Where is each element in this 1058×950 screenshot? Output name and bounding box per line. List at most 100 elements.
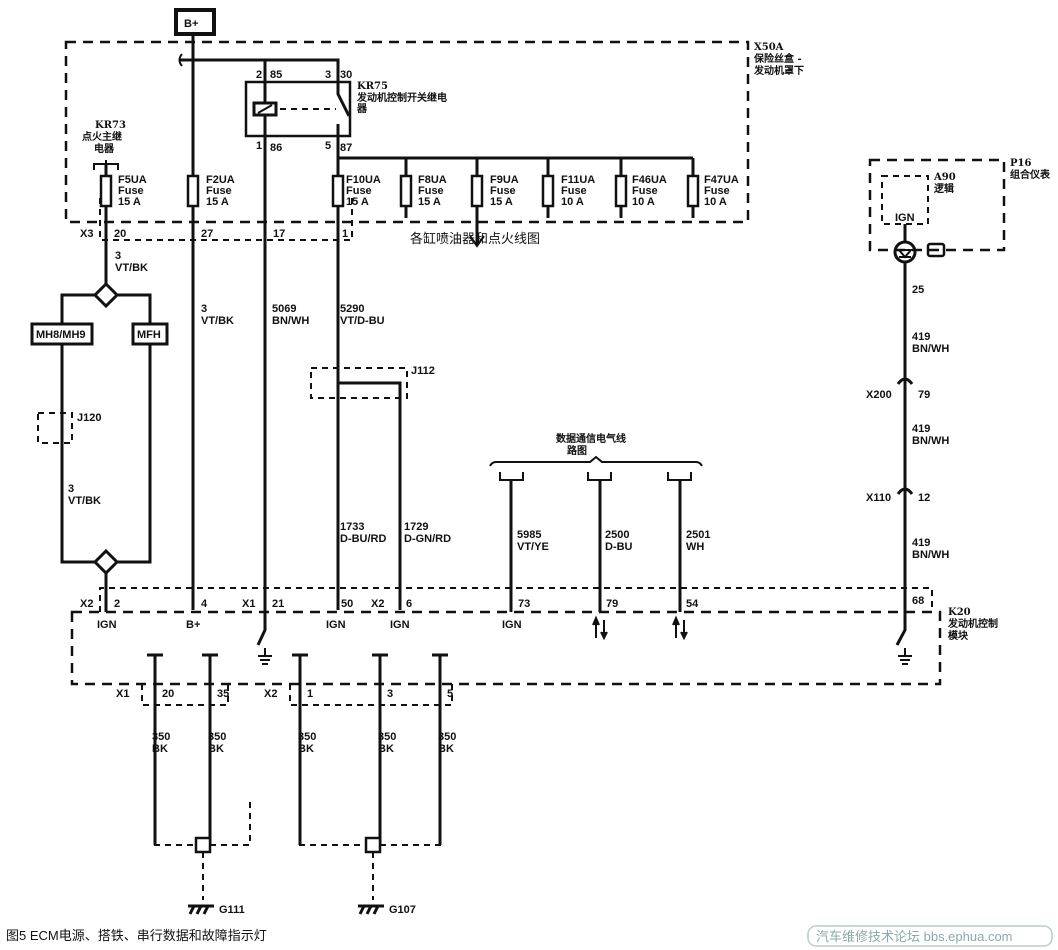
watermark-frame [807, 925, 1053, 947]
svg-text:73: 73 [518, 598, 530, 610]
svg-text:F5UA: F5UA [118, 174, 147, 186]
svg-text:IGN: IGN [326, 619, 346, 631]
svg-text:5: 5 [325, 140, 331, 152]
ground-g111: G111 [219, 904, 245, 916]
svg-text:35: 35 [217, 688, 229, 700]
svg-text:X1: X1 [242, 598, 255, 610]
svg-text:5985: 5985 [517, 529, 541, 541]
svg-text:20: 20 [114, 228, 126, 240]
svg-text:X2: X2 [264, 688, 277, 700]
svg-text:419: 419 [912, 331, 930, 343]
svg-text:D-BU: D-BU [605, 541, 633, 553]
svg-text:点火主继: 点火主继 [82, 130, 122, 143]
option-mfh [131, 322, 169, 346]
svg-text:IGN: IGN [390, 619, 410, 631]
bplus-bus [180, 34, 340, 610]
figure-caption: 图5 ECM电源、搭铁、串行数据和故障指示灯 [6, 928, 267, 943]
ground-splice-lines [154, 800, 441, 900]
logic-a90-outline [881, 175, 929, 225]
svg-text:BK: BK [298, 743, 314, 755]
svg-text:50: 50 [341, 598, 353, 610]
mil-lamp-icon [893, 240, 917, 264]
svg-text:VT/YE: VT/YE [517, 541, 549, 553]
svg-text:VT/D-BU: VT/D-BU [340, 315, 385, 327]
svg-text:模块: 模块 [948, 629, 969, 642]
svg-text:2: 2 [114, 598, 120, 610]
svg-text:68: 68 [912, 595, 924, 607]
svg-text:350: 350 [298, 731, 316, 743]
svg-text:5: 5 [447, 688, 453, 700]
splice-j120 [37, 412, 73, 444]
svg-text:数据通信电气线: 数据通信电气线 [556, 432, 626, 445]
svg-text:3: 3 [387, 688, 393, 700]
bidirectional-arrow-icons [592, 615, 688, 641]
svg-text:WH: WH [686, 541, 704, 553]
svg-text:1729: 1729 [404, 521, 428, 533]
svg-text:BN/WH: BN/WH [272, 315, 309, 327]
svg-text:54: 54 [686, 598, 699, 610]
svg-text:BK: BK [438, 743, 454, 755]
svg-text:Fuse: Fuse [118, 185, 144, 197]
svg-text:VT/BK: VT/BK [201, 315, 234, 327]
option-mh8-mh9 [30, 322, 94, 346]
svg-text:350: 350 [208, 731, 226, 743]
svg-text:2500: 2500 [605, 529, 629, 541]
svg-text:X200: X200 [866, 389, 892, 401]
svg-text:15 A: 15 A [490, 196, 513, 208]
svg-text:F9UA: F9UA [490, 174, 519, 186]
svg-text:27: 27 [201, 228, 213, 240]
svg-text:发动机控制开关继电: 发动机控制开关继电 [356, 91, 447, 104]
data-wires [509, 480, 682, 612]
fuse-box-id: X50A [754, 42, 784, 53]
svg-text:A90: A90 [933, 172, 956, 183]
svg-text:X3: X3 [80, 228, 93, 240]
svg-text:Fuse: Fuse [490, 185, 516, 197]
data-comm-bracket [489, 455, 703, 467]
svg-text:79: 79 [606, 598, 618, 610]
data-comm-connectors [499, 472, 692, 481]
ground-g107: G107 [389, 904, 416, 916]
svg-text:1: 1 [342, 228, 348, 240]
injector-reference: 各缸喷油器和点火线图 [410, 231, 540, 246]
ground-symbols [258, 648, 912, 665]
svg-text:Fuse: Fuse [418, 185, 444, 197]
svg-text:Fuse: Fuse [632, 185, 658, 197]
svg-text:350: 350 [152, 731, 170, 743]
svg-text:12: 12 [918, 492, 930, 504]
svg-text:BK: BK [208, 743, 224, 755]
svg-text:发动机控制: 发动机控制 [947, 617, 998, 630]
chassis-ground-icons [188, 904, 384, 915]
svg-text:BN/WH: BN/WH [912, 343, 949, 355]
arrow-down-icon [469, 235, 485, 248]
svg-text:Fuse: Fuse [704, 185, 730, 197]
fuse-box-name-2: 发动机罩下 [753, 64, 804, 77]
splice-g107 [364, 836, 382, 854]
fuse-box-outline [64, 40, 750, 224]
svg-text:30: 30 [340, 69, 352, 81]
svg-text:1733: 1733 [340, 521, 364, 533]
svg-text:IGN: IGN [895, 212, 915, 224]
svg-text:F11UA: F11UA [561, 174, 595, 186]
fuse-symbols [99, 174, 700, 208]
svg-text:87: 87 [340, 142, 352, 154]
svg-text:15 A: 15 A [206, 196, 229, 208]
svg-text:4: 4 [201, 598, 208, 610]
svg-text:MH8/MH9: MH8/MH9 [36, 329, 86, 341]
svg-text:419: 419 [912, 423, 930, 435]
svg-text:P16: P16 [1010, 158, 1031, 169]
svg-text:10 A: 10 A [704, 196, 727, 208]
svg-text:J112: J112 [411, 365, 435, 377]
watermark: 汽车维修技术论坛 bbs.ephua.com [816, 929, 1013, 944]
splice-diamonds [92, 281, 120, 576]
svg-text:X2: X2 [371, 598, 384, 610]
mil-switch [895, 612, 907, 646]
svg-text:15 A: 15 A [118, 196, 141, 208]
svg-text:BN/WH: BN/WH [912, 435, 949, 447]
svg-text:3: 3 [325, 69, 331, 81]
svg-text:1: 1 [256, 140, 262, 152]
svg-text:X110: X110 [866, 492, 891, 504]
svg-text:3: 3 [115, 250, 121, 262]
